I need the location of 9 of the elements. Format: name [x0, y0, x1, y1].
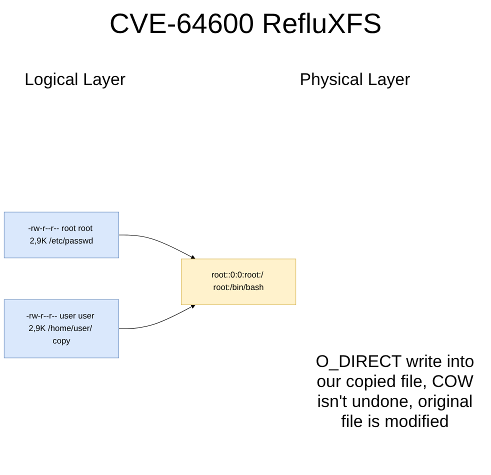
arrow [118, 234, 196, 260]
arrow [118, 304, 196, 329]
layer-heading: Physical Layer [298, 70, 412, 90]
note-text: O_DIRECT write into our copied file, COW isn't undone, original file is modified [314, 352, 476, 432]
diagram-title: CVE-64600 RefluXFS [108, 8, 383, 40]
layer-heading: Logical Layer [23, 70, 127, 90]
node-box: -rw-r--r-- user user 2,9K /home/user/ copy [4, 299, 119, 358]
node-box: root::0:0:root:/ root:/bin/bash [181, 258, 296, 306]
node-box: -rw-r--r-- root root 2,9K /etc/passwd [4, 212, 119, 258]
